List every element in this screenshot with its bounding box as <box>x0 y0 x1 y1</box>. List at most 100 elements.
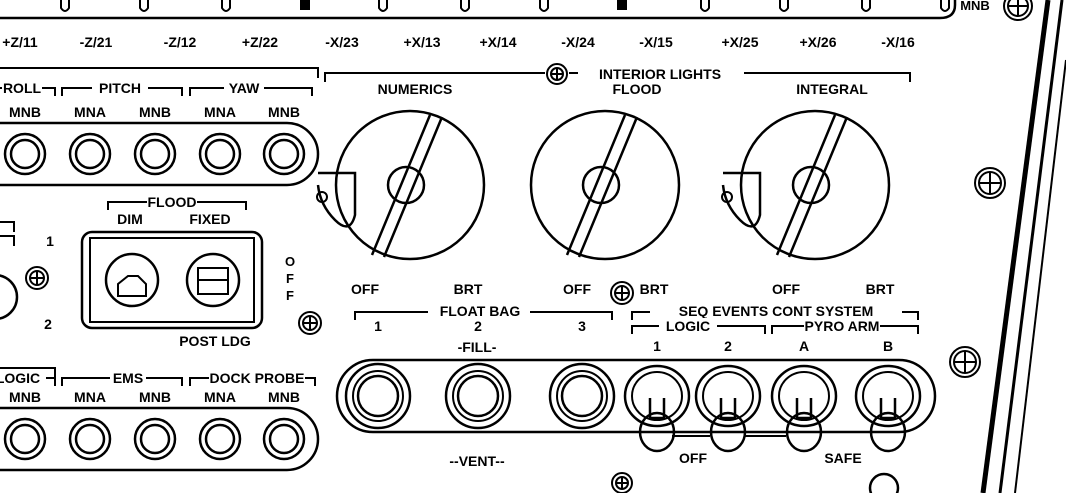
toggle-switch[interactable] <box>785 411 823 453</box>
circuit-breaker[interactable] <box>68 132 112 176</box>
separator-block <box>617 0 627 10</box>
thruster-label: -X/16 <box>881 34 915 50</box>
dial-pointer <box>775 114 849 258</box>
seq-position-label: A <box>799 338 809 354</box>
switch-ring <box>556 370 608 422</box>
screw-icon <box>302 315 318 331</box>
circuit-breaker[interactable] <box>198 132 242 176</box>
brightness-dial[interactable] <box>529 109 681 261</box>
lower-left-bracket <box>0 367 56 378</box>
seq-position-label: B <box>883 338 893 354</box>
circuit-breaker[interactable] <box>198 417 242 461</box>
interior-lights-bracket-left <box>324 72 578 82</box>
circuit-breaker[interactable] <box>133 417 177 461</box>
top-bus-label: MNB <box>960 0 990 13</box>
circuit-breaker[interactable] <box>262 132 306 176</box>
thruster-switch-tab[interactable] <box>861 0 871 12</box>
lower-bus-label: MNA <box>74 389 106 405</box>
off-letter: O <box>285 254 295 269</box>
off-letter: F <box>286 271 294 286</box>
yaw-bracket-gap <box>224 80 264 96</box>
pitch-label: PITCH <box>99 80 141 96</box>
screw-icon <box>615 476 629 490</box>
rcs-outer-bracket <box>0 67 319 78</box>
dial-off-label: OFF <box>772 281 800 297</box>
flood-dim-label: DIM <box>117 211 143 227</box>
thruster-switch-tab[interactable] <box>378 0 388 12</box>
thruster-switch-tab[interactable] <box>460 0 470 12</box>
circuit-breaker[interactable] <box>68 417 112 461</box>
dial-brt-label: BRT <box>640 281 669 297</box>
toggle-guard[interactable] <box>623 364 691 428</box>
ems-label: EMS <box>113 370 143 386</box>
pitch-bracket-gap <box>92 80 148 96</box>
thruster-label: +X/26 <box>800 34 837 50</box>
screw-icon <box>614 285 630 301</box>
thruster-switch-tab[interactable] <box>539 0 549 12</box>
toggle-guard[interactable] <box>770 364 838 428</box>
thruster-label: -Z/21 <box>80 34 113 50</box>
switch-cap <box>456 374 500 418</box>
float-bag-switch[interactable] <box>444 362 512 430</box>
float-bag-bracket <box>354 311 613 320</box>
flood-label: FLOOD <box>148 194 197 210</box>
flood-switch-housing <box>80 230 264 330</box>
thruster-switch-tab[interactable] <box>60 0 70 12</box>
toggle-stem <box>879 398 897 420</box>
switch-cap <box>560 374 604 418</box>
lower-logic-label: LOGIC <box>0 370 40 386</box>
dial-label: NUMERICS <box>378 81 453 97</box>
circuit-breaker[interactable] <box>133 132 177 176</box>
circuit-breaker[interactable] <box>3 417 47 461</box>
float-bag-position: 2 <box>474 318 482 334</box>
lock-pin <box>316 191 328 203</box>
off-letter: F <box>286 288 294 303</box>
circuit-breaker[interactable] <box>262 417 306 461</box>
upper-panel-edge <box>0 0 957 20</box>
circuit-breaker-inner <box>74 423 106 455</box>
seq-events-title: SEQ EVENTS CONT SYSTEM <box>679 303 873 319</box>
toggle-switch[interactable] <box>709 411 747 453</box>
partial-breaker[interactable] <box>0 274 19 320</box>
thruster-label: +X/25 <box>722 34 759 50</box>
roll-label: ROLL <box>3 80 42 96</box>
separator-block <box>300 0 310 10</box>
brightness-dial[interactable] <box>334 109 486 261</box>
thruster-switch-tab[interactable] <box>940 0 950 12</box>
toggle-stem <box>719 398 737 420</box>
thruster-switch-tab[interactable] <box>221 0 231 12</box>
dial-knob <box>581 165 621 205</box>
screw-icon <box>974 167 1006 199</box>
circuit-breaker-inner <box>268 138 300 170</box>
fill-label: -FILL- <box>458 339 497 355</box>
dial-lock-lever[interactable] <box>316 171 357 228</box>
float-bag-switch[interactable] <box>548 362 616 430</box>
toggle-guard[interactable] <box>854 364 922 428</box>
thruster-switch-tab[interactable] <box>139 0 149 12</box>
toggle-guard-inner <box>702 371 754 421</box>
brightness-dial[interactable] <box>739 109 891 261</box>
float-bag-title: FLOAT BAG <box>440 303 521 319</box>
circuit-breaker[interactable] <box>3 132 47 176</box>
toggle-guard[interactable] <box>694 364 762 428</box>
thruster-label: -X/24 <box>561 34 595 50</box>
position-1-label: 1 <box>46 233 54 249</box>
toggle-switch[interactable] <box>638 411 676 453</box>
seq-position-label: 2 <box>724 338 732 354</box>
screw-icon <box>546 63 568 85</box>
flood-fixed-switch[interactable] <box>185 252 241 308</box>
flood-dim-switch[interactable] <box>104 252 160 308</box>
flood-switch-frame <box>89 237 255 323</box>
screw-icon <box>949 346 981 378</box>
lock-pin <box>721 191 733 203</box>
circuit-breaker-inner <box>204 423 236 455</box>
thruster-switch-tab[interactable] <box>700 0 710 12</box>
dial-knob <box>386 165 426 205</box>
thruster-switch-tab[interactable] <box>779 0 789 12</box>
circuit-breaker-inner <box>9 423 41 455</box>
dial-lock-lever[interactable] <box>721 171 762 228</box>
float-bag-switch[interactable] <box>344 362 412 430</box>
lower-bus-label: MNB <box>139 389 171 405</box>
toggle-switch[interactable] <box>869 411 907 453</box>
